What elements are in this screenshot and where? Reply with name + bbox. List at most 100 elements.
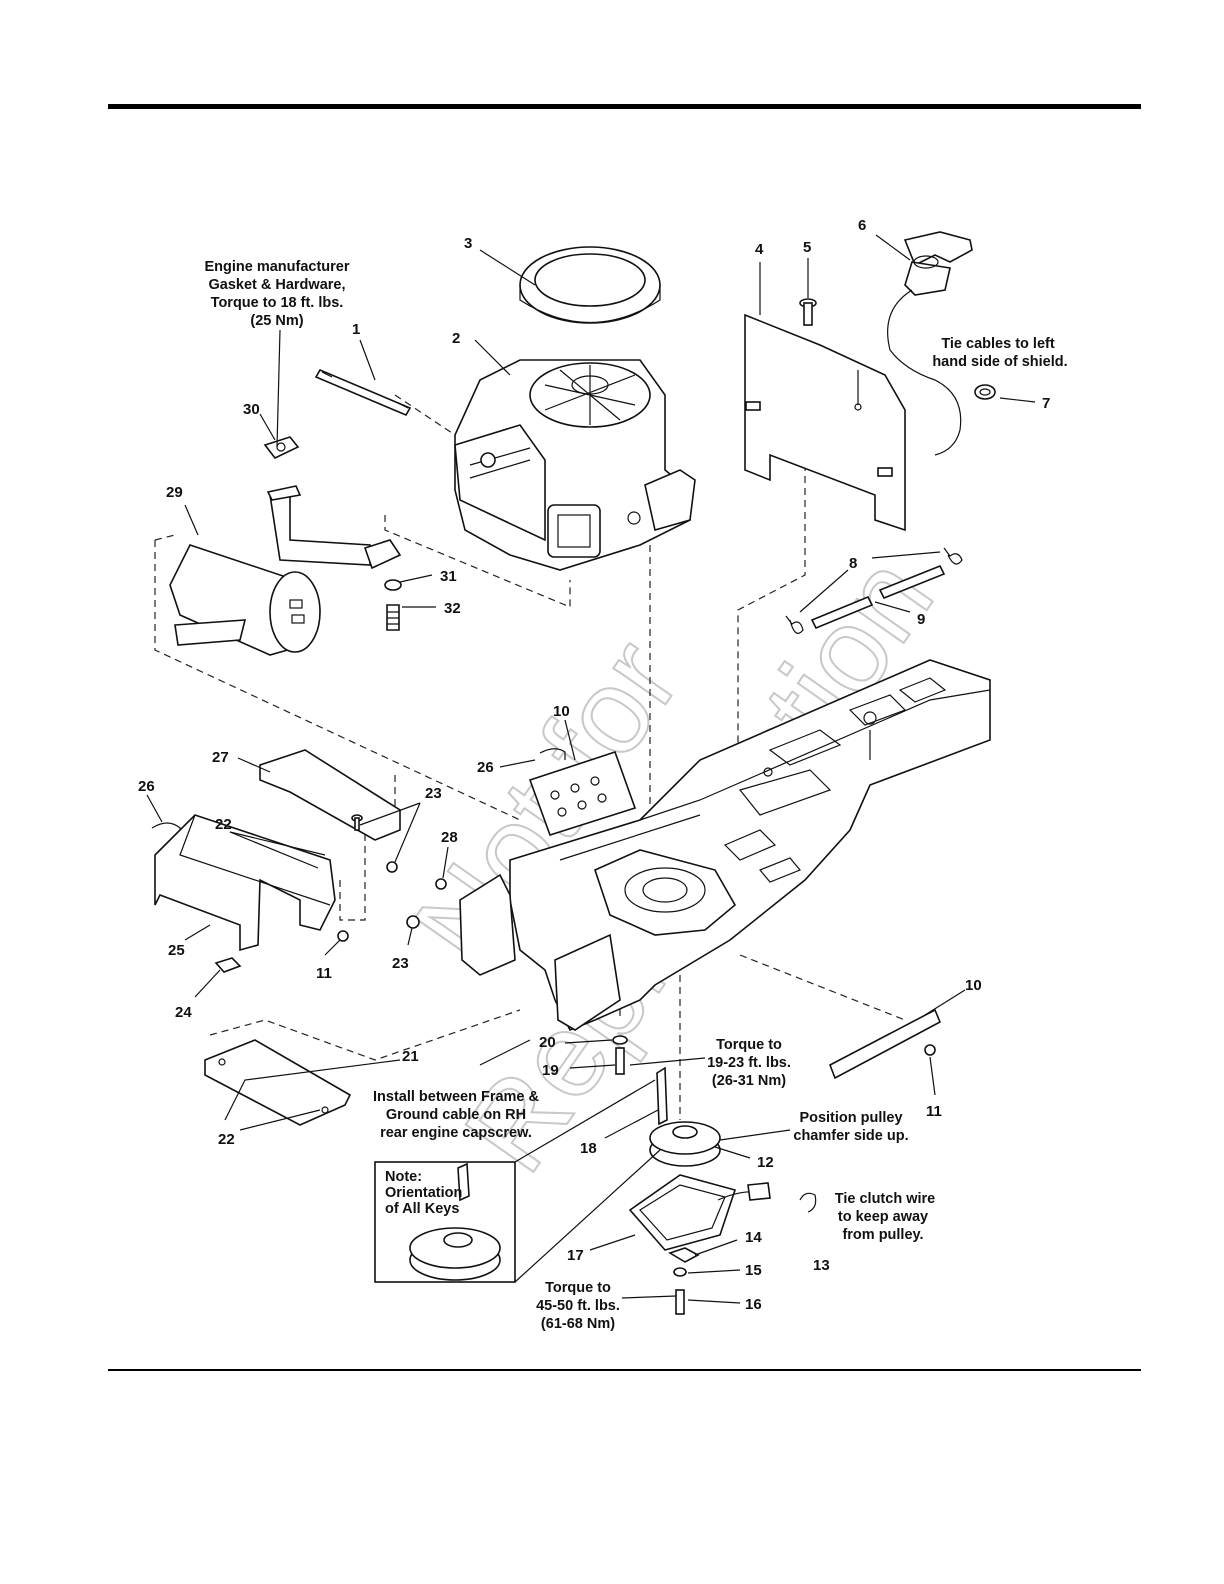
note-install-between-line-1: Install between Frame & xyxy=(373,1089,540,1105)
callout-10-lower: 10 xyxy=(965,977,982,994)
note-torque-45-50-line-2: 45-50 ft. lbs. xyxy=(536,1298,620,1314)
screw-23-mid xyxy=(386,861,398,873)
note-torque-45-50: Torque to 45-50 ft. lbs. (61-68 Nm) xyxy=(536,1280,620,1332)
note-position-pulley-line-1: Position pulley xyxy=(799,1110,902,1126)
callout-13: 13 xyxy=(813,1257,830,1274)
note-install-between-line-2: Ground cable on RH xyxy=(386,1107,526,1123)
callout-23-lower: 23 xyxy=(392,955,409,972)
note-tie-clutch-line-3: from pulley. xyxy=(842,1227,923,1243)
callout-30: 30 xyxy=(243,401,260,418)
callout-28: 28 xyxy=(441,829,458,846)
note-tie-clutch-line-2: to keep away xyxy=(838,1209,928,1225)
leader-lines xyxy=(146,234,1036,1304)
plate-21 xyxy=(204,1039,352,1126)
cable-tie-8a xyxy=(943,547,963,565)
screw-11-left xyxy=(337,930,349,942)
note-install-between-line-3: rear engine capscrew. xyxy=(380,1125,532,1141)
washer-31 xyxy=(384,579,402,591)
callout-27: 27 xyxy=(212,749,229,766)
engine-stud xyxy=(314,368,412,417)
note-engine-gasket-line-1: Engine manufacturer xyxy=(204,259,349,275)
tube-9b xyxy=(878,564,946,600)
nut-14 xyxy=(668,1247,700,1263)
callout-12: 12 xyxy=(757,1154,774,1171)
callout-7: 7 xyxy=(1042,395,1050,412)
callout-32: 32 xyxy=(444,600,461,617)
screw-23-upper xyxy=(351,814,363,831)
callout-1: 1 xyxy=(352,321,360,338)
callout-11-right: 11 xyxy=(926,1103,942,1120)
washer-20 xyxy=(612,1035,628,1045)
key-orientation-note-box xyxy=(374,1161,516,1283)
callout-22-lower: 22 xyxy=(218,1131,235,1148)
callout-5: 5 xyxy=(803,239,811,256)
note-install-between: Install between Frame & Ground cable on … xyxy=(373,1089,540,1141)
bracket-10-upper xyxy=(528,750,637,836)
callout-26-left: 26 xyxy=(138,778,155,795)
note-engine-gasket-line-2: Gasket & Hardware, xyxy=(208,277,345,293)
cable-tie-7 xyxy=(974,384,996,400)
callout-6: 6 xyxy=(858,217,866,234)
bolt-16 xyxy=(675,1289,685,1315)
callout-19: 19 xyxy=(542,1062,559,1079)
watermark: Not for Reproduction xyxy=(387,532,959,1196)
callout-22-upper: 22 xyxy=(215,816,232,833)
heat-shield xyxy=(744,313,906,532)
callout-14: 14 xyxy=(745,1229,762,1246)
note-tie-cables-line-2: hand side of shield. xyxy=(932,354,1067,370)
air-filter-ring xyxy=(519,246,661,324)
muffler xyxy=(169,485,402,656)
bracket-10-lower xyxy=(828,1008,942,1080)
callout-15: 15 xyxy=(745,1262,762,1279)
note-tie-clutch-line-1: Tie clutch wire xyxy=(835,1191,935,1207)
note-key-orientation-line-2: Orientation xyxy=(385,1185,462,1201)
callout-numbers: 1 2 3 4 5 6 7 8 9 10 10 11 11 12 13 14 1… xyxy=(138,217,1050,1313)
note-tie-cables-line-1: Tie cables to left xyxy=(941,336,1055,352)
cable-tie-8b xyxy=(785,615,804,634)
callout-17: 17 xyxy=(567,1247,584,1264)
note-engine-gasket-line-3: Torque to 18 ft. lbs. xyxy=(211,295,344,311)
bottom-rule xyxy=(108,1369,1141,1371)
note-torque-45-50-line-1: Torque to xyxy=(545,1280,611,1296)
callout-21: 21 xyxy=(402,1048,419,1065)
callout-23-upper: 23 xyxy=(425,785,442,802)
screw-28 xyxy=(435,878,447,890)
top-rule xyxy=(108,104,1141,109)
note-torque-45-50-line-3: (61-68 Nm) xyxy=(541,1316,615,1332)
callout-29: 29 xyxy=(166,484,183,501)
clip-26-upper xyxy=(539,748,566,760)
callout-4: 4 xyxy=(755,241,764,258)
note-engine-gasket-line-4: (25 Nm) xyxy=(250,313,303,329)
callout-11-left: 11 xyxy=(316,965,332,982)
screw-23-lower xyxy=(406,915,420,929)
tube-9a xyxy=(810,595,874,630)
callout-25: 25 xyxy=(168,942,185,959)
electric-clutch xyxy=(628,1174,771,1251)
callout-26-upper: 26 xyxy=(477,759,494,776)
note-torque-19-23-line-2: 19-23 ft. lbs. xyxy=(707,1055,791,1071)
callout-8: 8 xyxy=(849,555,857,572)
bolt-19 xyxy=(615,1047,625,1075)
tractor-frame xyxy=(459,659,991,1032)
note-engine-gasket: Engine manufacturer Gasket & Hardware, T… xyxy=(204,259,349,329)
shield-25 xyxy=(154,814,336,952)
nut-24 xyxy=(214,957,242,973)
clip-26-left xyxy=(151,822,183,839)
callout-2: 2 xyxy=(452,330,460,347)
key-18 xyxy=(656,1066,668,1126)
pulley-12 xyxy=(649,1121,721,1167)
callout-3: 3 xyxy=(464,235,472,252)
clip-13 xyxy=(799,1192,817,1213)
callout-20: 20 xyxy=(539,1034,556,1051)
note-torque-19-23-line-3: (26-31 Nm) xyxy=(712,1073,786,1089)
callout-9: 9 xyxy=(917,611,925,628)
callout-18: 18 xyxy=(580,1140,597,1157)
note-position-pulley: Position pulley chamfer side up. xyxy=(793,1110,908,1144)
note-key-orientation-line-1: Note: xyxy=(385,1169,422,1185)
callout-31: 31 xyxy=(440,568,457,585)
note-tie-clutch: Tie clutch wire to keep away from pulley… xyxy=(835,1191,935,1243)
bolt-32 xyxy=(386,604,400,631)
bracket-27 xyxy=(259,749,401,841)
callout-16: 16 xyxy=(745,1296,762,1313)
washer-15 xyxy=(673,1267,687,1277)
